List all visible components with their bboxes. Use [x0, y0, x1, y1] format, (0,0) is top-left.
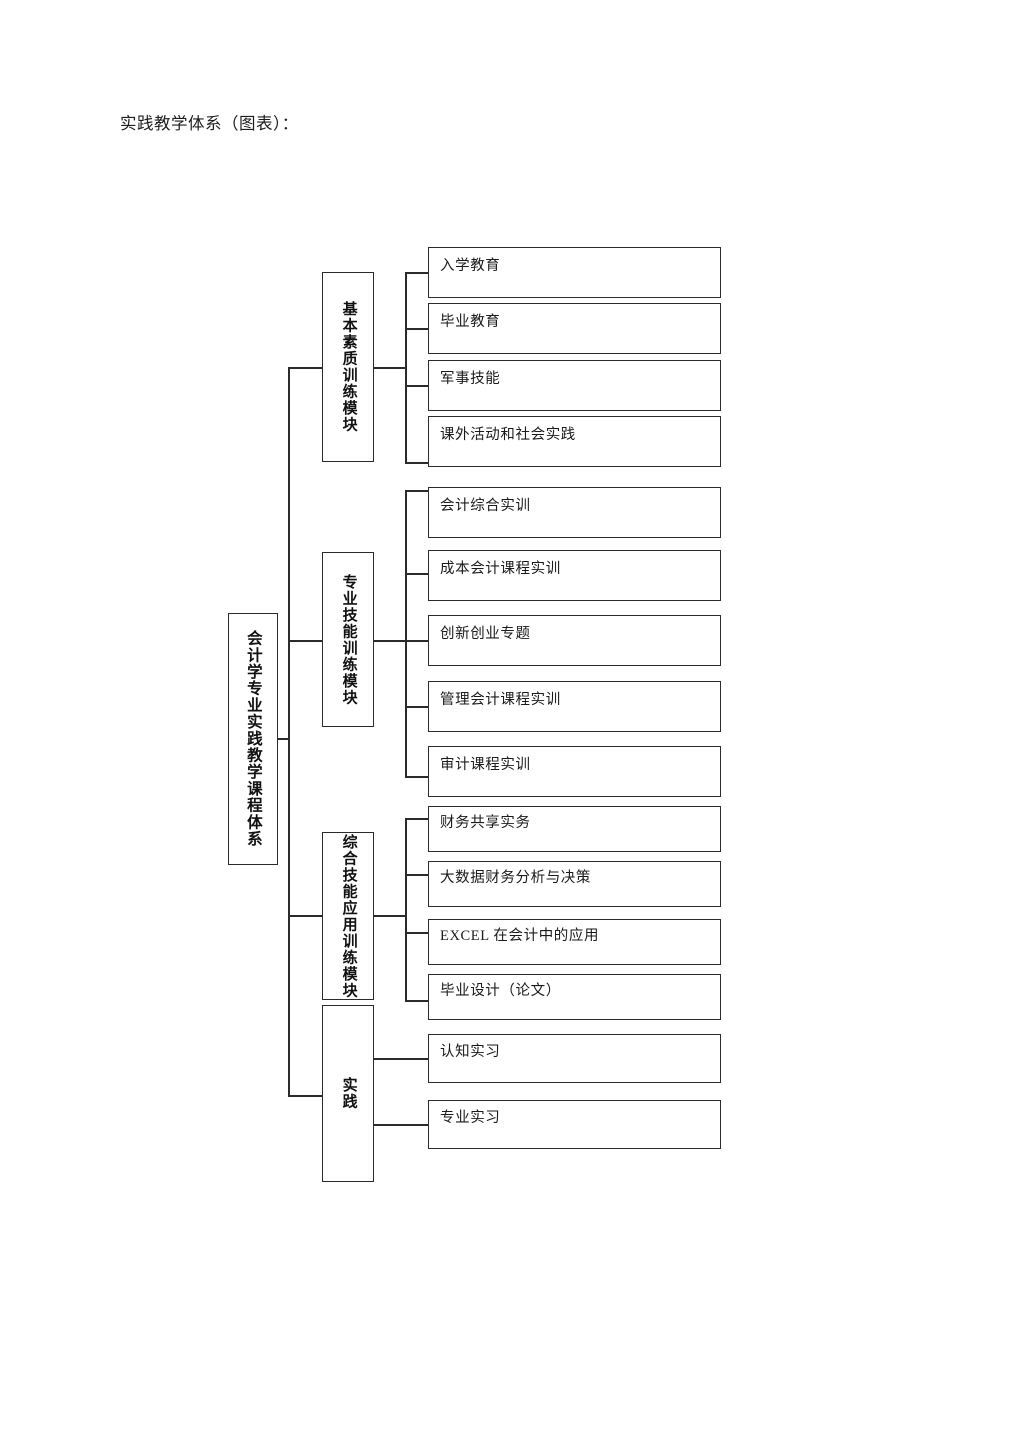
module-node-professional-skill-training[interactable]: 专业技能训练模块: [322, 552, 374, 727]
connector-trunk-to-module-1: [288, 367, 322, 369]
leaf-node[interactable]: 管理会计课程实训: [428, 681, 721, 732]
connector-module-2-to-leaf-5: [405, 776, 429, 778]
connector-module-3-bus: [405, 818, 407, 1000]
connector-module-3-to-leaf-3: [405, 932, 429, 934]
leaf-node-label: 入学教育: [440, 258, 501, 275]
module-node-label: 综合技能应用训练模块: [340, 833, 357, 999]
connector-module-1-to-leaf-4: [405, 462, 429, 464]
module-node-label: 专业技能训练模块: [340, 573, 357, 706]
connector-trunk-to-module-4: [288, 1095, 322, 1097]
root-node-label: 会计学专业实践教学课程体系: [244, 630, 262, 848]
leaf-node-label: 认知实习: [440, 1044, 501, 1061]
leaf-node-label: 会计综合实训: [440, 498, 531, 515]
page-title: 实践教学体系（图表）：: [120, 114, 299, 133]
connector-module-4-to-leaf-1: [374, 1058, 429, 1060]
module-node-label: 实践: [340, 1077, 357, 1110]
leaf-node[interactable]: 课外活动和社会实践: [428, 416, 721, 467]
connector-module-1-stub: [374, 367, 406, 369]
leaf-node-label: 创新创业专题: [440, 626, 531, 643]
connector-module-2-to-leaf-3: [405, 640, 429, 642]
leaf-node-label: 军事技能: [440, 371, 501, 388]
leaf-node-label: 财务共享实务: [440, 814, 531, 831]
leaf-node[interactable]: 创新创业专题: [428, 615, 721, 666]
connector-trunk-to-module-2: [288, 640, 322, 642]
leaf-node-label: 课外活动和社会实践: [440, 427, 576, 444]
module-node-practice[interactable]: 实践: [322, 1005, 374, 1182]
leaf-node[interactable]: 大数据财务分析与决策: [428, 861, 721, 907]
connector-module-2-to-leaf-1: [405, 490, 429, 492]
connector-module-2-bus: [405, 490, 407, 776]
leaf-node[interactable]: 入学教育: [428, 247, 721, 298]
connector-module-1-to-leaf-3: [405, 385, 429, 387]
connector-module-3-stub: [374, 915, 406, 917]
connector-trunk: [288, 367, 290, 1096]
leaf-node[interactable]: 会计综合实训: [428, 487, 721, 538]
leaf-node[interactable]: 军事技能: [428, 360, 721, 411]
leaf-node-label: 成本会计课程实训: [440, 561, 561, 578]
leaf-node-label: 毕业教育: [440, 314, 501, 331]
leaf-node[interactable]: 成本会计课程实训: [428, 550, 721, 601]
leaf-node[interactable]: 财务共享实务: [428, 806, 721, 852]
connector-trunk-to-module-3: [288, 915, 322, 917]
connector-module-2-to-leaf-2: [405, 573, 429, 575]
connector-module-3-to-leaf-2: [405, 874, 429, 876]
leaf-node[interactable]: 毕业教育: [428, 303, 721, 354]
connector-module-1-to-leaf-2: [405, 328, 429, 330]
leaf-node-label: 管理会计课程实训: [440, 692, 561, 709]
connector-root-stub: [278, 738, 290, 740]
leaf-node-label: 大数据财务分析与决策: [440, 869, 591, 886]
leaf-node[interactable]: 专业实习: [428, 1100, 721, 1149]
leaf-node[interactable]: 认知实习: [428, 1034, 721, 1083]
module-node-comprehensive-skill-application-training[interactable]: 综合技能应用训练模块: [322, 832, 374, 1000]
connector-module-3-to-leaf-1: [405, 818, 429, 820]
module-node-basic-quality-training[interactable]: 基本素质训练模块: [322, 272, 374, 462]
connector-module-4-to-leaf-2: [374, 1124, 429, 1126]
connector-module-3-to-leaf-4: [405, 1000, 429, 1002]
leaf-node[interactable]: 毕业设计（论文）: [428, 974, 721, 1020]
connector-module-2-to-leaf-4: [405, 706, 429, 708]
connector-module-2-stub: [374, 640, 406, 642]
leaf-node[interactable]: 审计课程实训: [428, 746, 721, 797]
module-node-label: 基本素质训练模块: [340, 301, 357, 433]
leaf-node-label: 专业实习: [440, 1110, 501, 1127]
connector-module-1-bus: [405, 272, 407, 462]
leaf-node-label: 毕业设计（论文）: [440, 982, 561, 999]
leaf-node-label: 审计课程实训: [440, 757, 531, 774]
leaf-node-label: EXCEL 在会计中的应用: [440, 927, 600, 944]
leaf-node[interactable]: EXCEL 在会计中的应用: [428, 919, 721, 965]
connector-module-1-to-leaf-1: [405, 272, 429, 274]
root-node-accounting-practice-curriculum-system[interactable]: 会计学专业实践教学课程体系: [228, 613, 278, 865]
